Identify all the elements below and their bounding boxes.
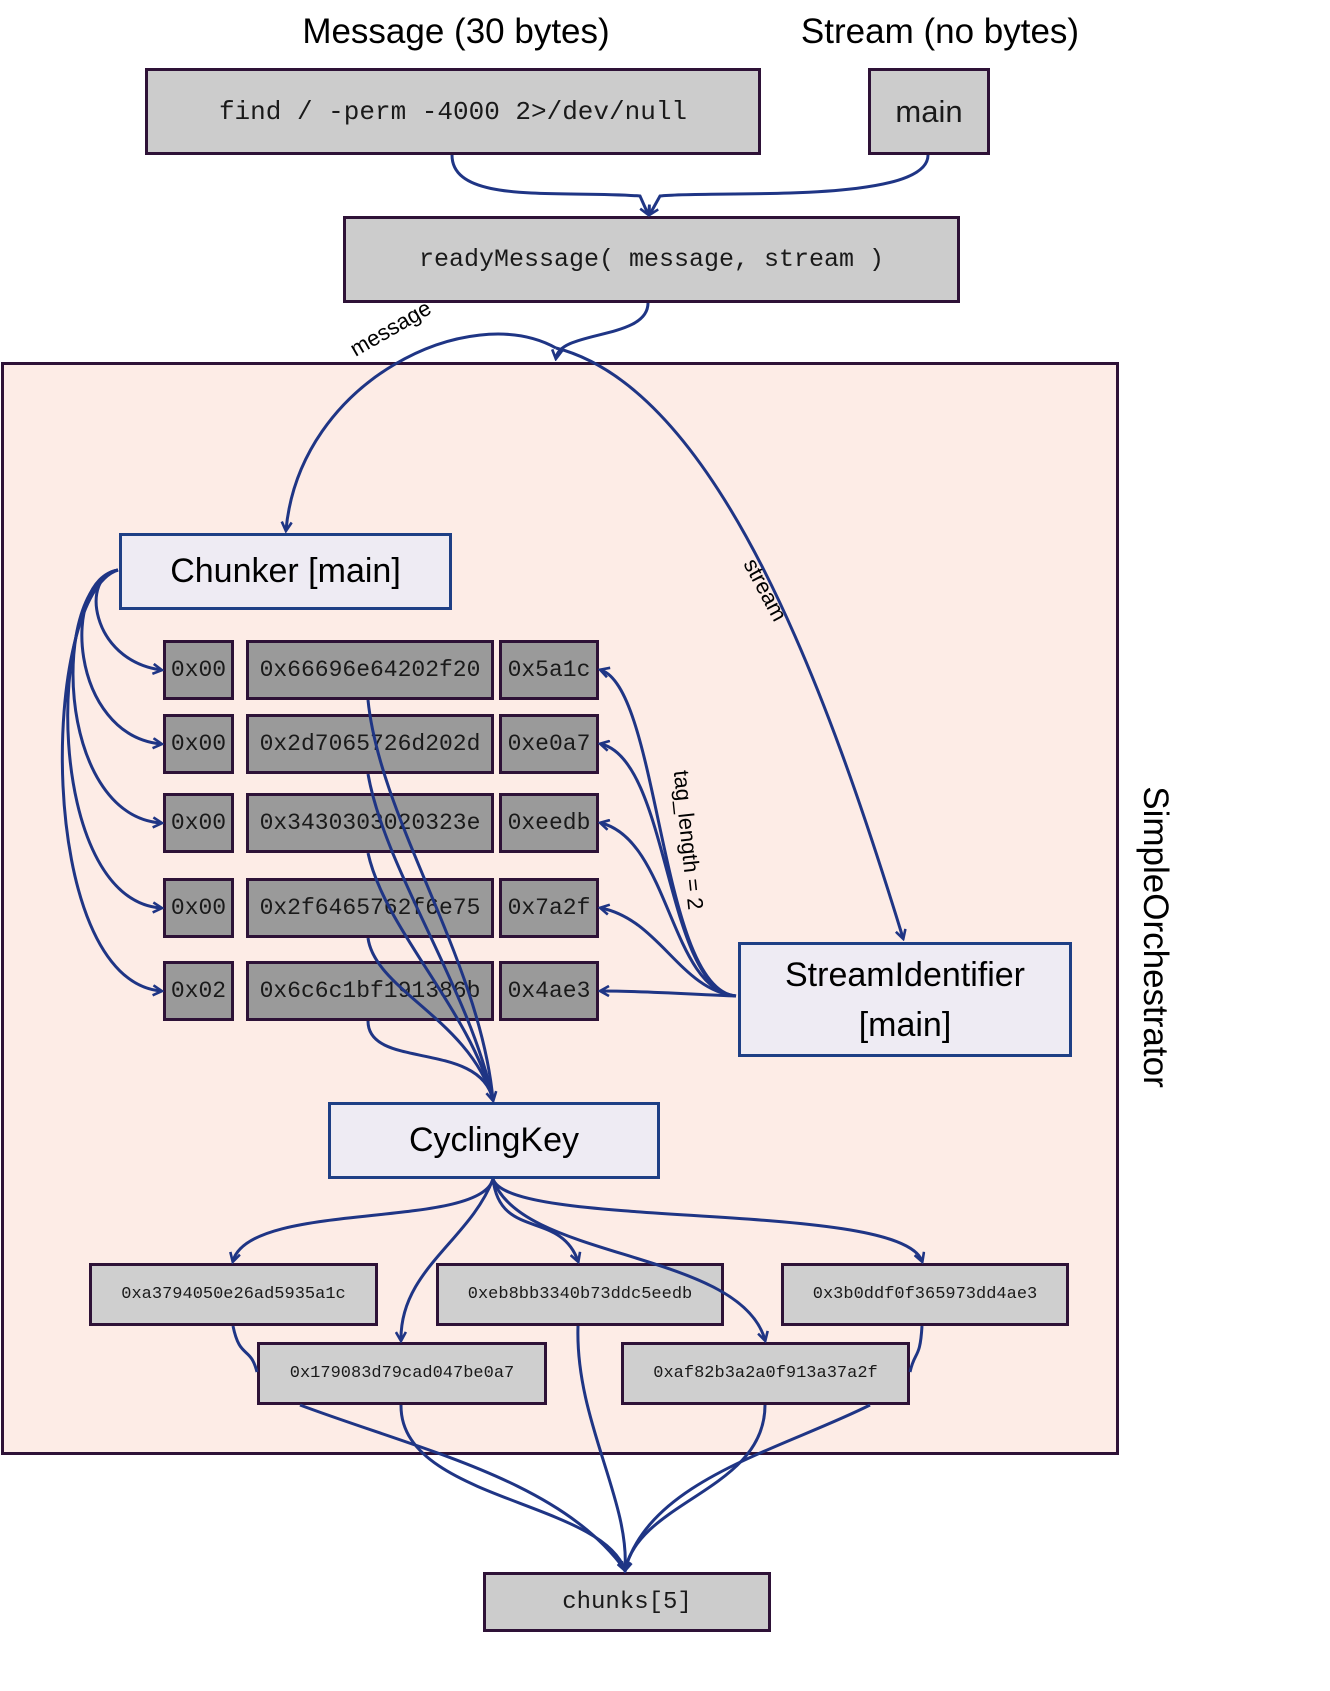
edge-key-to-k4 — [491, 1178, 765, 1340]
chunk-data-cell: 0x6c6c1bf191386b — [246, 961, 494, 1021]
keyed-chunk-box: 0xaf82b3a2a0f913a37a2f — [621, 1342, 910, 1405]
keyed-chunk-box: 0xeb8bb3340b73ddc5eedb — [436, 1263, 724, 1326]
chunk-tag-cell: 0x4ae3 — [499, 961, 599, 1021]
chunk-tag-cell: 0xe0a7 — [499, 714, 599, 774]
edge-k0-to-output — [231, 1325, 259, 1373]
chunk-tag-cell: 0x7a2f — [499, 878, 599, 938]
ready-message-call: readyMessage( message, stream ) — [343, 216, 960, 303]
edge-identifier-to-tag3 — [601, 908, 737, 998]
edge-key-to-k0 — [233, 1178, 495, 1261]
edge-row3-to-key — [366, 937, 495, 1101]
chunk-data-cell: 0x66696e64202f20 — [246, 640, 494, 700]
edge-k1-to-output — [576, 1325, 625, 1570]
keyed-chunk-box: 0x179083d79cad047be0a7 — [257, 1342, 547, 1405]
edge-k4b-to-output — [623, 1403, 871, 1571]
edge-identifier-to-tag4 — [601, 991, 737, 998]
edge-ready-to-orchestrator — [556, 302, 650, 358]
edge-chunker-to-row1 — [80, 568, 161, 744]
chunker-component: Chunker [main] — [119, 533, 452, 610]
edge-chunker-to-row0 — [94, 568, 161, 670]
message-header: Message (30 bytes) — [302, 12, 610, 51]
chunk-flag-cell: 0x00 — [163, 640, 234, 700]
edge-key-to-k2 — [491, 1178, 922, 1261]
edge-row2-to-key — [366, 852, 495, 1101]
chunk-tag-cell: 0x5a1c — [499, 640, 599, 700]
stream-identifier-label: StreamIdentifier [main] — [785, 955, 1025, 1044]
stream-input-box: main — [868, 68, 990, 155]
edge-message-to-chunker — [286, 332, 557, 530]
stream-header: Stream (no bytes) — [800, 12, 1080, 51]
message-input-box: find / -perm -4000 2>/dev/null — [145, 68, 761, 155]
chunk-flag-cell: 0x00 — [163, 793, 234, 853]
edge-row1-to-key — [366, 773, 495, 1101]
cycling-key-component: CyclingKey — [328, 1102, 660, 1179]
edge-stream-to-identifier — [555, 346, 903, 938]
edge-message-to-ready — [450, 154, 648, 214]
edge-k2-to-output — [908, 1325, 924, 1373]
edge-identifier-to-tag1 — [601, 744, 737, 998]
edge-key-to-k1 — [491, 1178, 578, 1261]
chunk-data-cell: 0x2f6465762f6e75 — [246, 878, 494, 938]
edge-key-to-k3 — [401, 1178, 495, 1340]
keyed-chunk-box: 0xa3794050e26ad5935a1c — [89, 1263, 378, 1326]
stream-identifier-component: StreamIdentifier [main] — [738, 942, 1072, 1057]
edge-chunker-to-row4 — [60, 568, 161, 991]
edge-stream-to-ready — [650, 154, 930, 214]
chunk-flag-cell: 0x00 — [163, 878, 234, 938]
edge-row4-to-key — [366, 1020, 493, 1100]
chunk-data-cell: 0x3430303020323e — [246, 793, 494, 853]
chunks-output-box: chunks[5] — [483, 1572, 771, 1632]
edge-k3-top-to-output — [299, 1403, 627, 1571]
edge-k3-to-output — [399, 1404, 625, 1570]
keyed-chunk-box: 0x3b0ddf0f365973dd4ae3 — [781, 1263, 1069, 1326]
edge-identifier-to-tag2 — [601, 823, 737, 998]
edge-row0-to-key — [366, 699, 495, 1101]
